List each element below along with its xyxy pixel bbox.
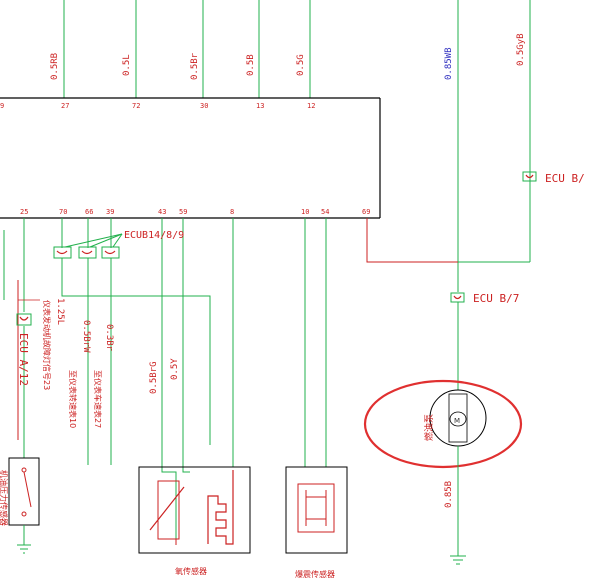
oxygen-sensor-label: 氧传感器: [175, 566, 207, 576]
motor-symbol: M: [454, 417, 460, 425]
ecu-b-right-label: ECU B/: [545, 172, 585, 185]
connector-ecub-group: [53, 233, 123, 259]
pin-59: 59: [179, 208, 187, 216]
ecu-block: [0, 97, 381, 219]
far-left-sensor-label: 机油压力传感器: [0, 470, 9, 526]
pin-72: 72: [132, 102, 140, 110]
engine-fault-wire-label: 1.25L: [55, 298, 65, 325]
pin-9: 9: [0, 102, 4, 110]
pin-10: 10: [301, 208, 309, 216]
connector-ecu-b-right: [522, 171, 537, 182]
tach-wire-label: 0.5BrW: [81, 320, 91, 353]
wire-13-label: 0.5B: [246, 54, 256, 76]
pin-25: 25: [20, 208, 28, 216]
wire-59-label: 0.5Y: [170, 358, 180, 380]
wire-30-label: 0.5Br: [190, 52, 200, 80]
pin-43: 43: [158, 208, 166, 216]
oxygen-sensor: [138, 466, 251, 554]
pin-13: 13: [256, 102, 264, 110]
tach-label: 至仪表转速表10: [68, 370, 78, 428]
wire-43-label: 0.5BrG: [149, 361, 159, 394]
connector-ecu-b7: [450, 292, 465, 303]
knock-sensor-label: 爆震传感器: [295, 569, 335, 579]
engine-fault-lamp-label: 仪表发动机故障灯信号23: [42, 300, 52, 390]
fuel-pump-circuit: M: [363, 171, 537, 565]
speedo-wire-label: 0.3Br: [104, 324, 114, 352]
pin-54: 54: [321, 208, 329, 216]
oil-pressure-switch: [8, 457, 40, 554]
connector-ecu-a12: [16, 313, 32, 326]
pin-12: 12: [307, 102, 315, 110]
wire-12-label: 0.5G: [296, 54, 306, 76]
speedo-label: 至仪表车速表27: [93, 370, 103, 428]
top-wires: [63, 0, 531, 292]
ground-icon: [17, 544, 31, 554]
fuel-pump-highlight: [363, 379, 523, 469]
lower-left-wires: [3, 218, 327, 545]
knock-sensor: [285, 466, 348, 554]
pin-66: 66: [85, 208, 93, 216]
pin-39: 39: [106, 208, 114, 216]
pin-69: 69: [362, 208, 370, 216]
fuel-pump-label: 燃油泵: [423, 414, 435, 441]
ground-icon: [450, 555, 466, 565]
pin-70: 70: [59, 208, 67, 216]
fuel-pump-ground-wire-label: 0.85B: [444, 481, 454, 508]
wire-27-label: 0.5RB: [50, 53, 60, 80]
right-feed-label: 0.5GyB: [516, 33, 526, 66]
wire-72-label: 0.5L: [122, 54, 132, 76]
ecub-group-label: ECUB14/8/9: [124, 230, 184, 241]
pin-27: 27: [61, 102, 69, 110]
ecu-a12-label: ECU A/12: [17, 333, 30, 386]
ecu-b7-label: ECU B/7: [473, 292, 519, 305]
pin-8: 8: [230, 208, 234, 216]
pin-30: 30: [200, 102, 208, 110]
fuel-pump-feed-label: 0.85WB: [444, 47, 454, 80]
